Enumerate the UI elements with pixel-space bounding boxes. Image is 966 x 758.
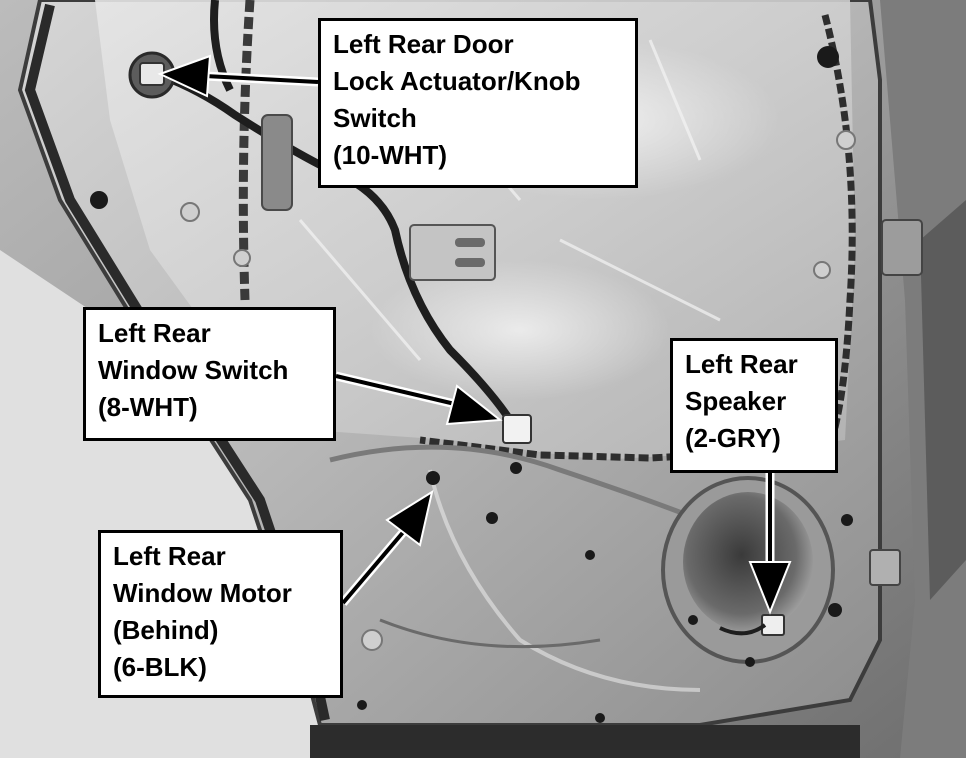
- callout-line: Window Motor: [113, 578, 292, 608]
- window-motor-callout: Left Rear Window Motor (Behind) (6-BLK): [98, 530, 343, 698]
- speaker-callout: Left Rear Speaker (2-GRY): [670, 338, 838, 473]
- callout-line: Window Switch: [98, 355, 289, 385]
- callout-line: Left Rear Door: [333, 29, 514, 59]
- callout-line: Switch: [333, 103, 417, 133]
- callout-line: (Behind): [113, 615, 219, 645]
- seal-strip: [920, 200, 966, 600]
- callout-line: (8-WHT): [98, 392, 198, 422]
- lock-actuator-callout: Left Rear Door Lock Actuator/Knob Switch…: [318, 18, 638, 188]
- callout-line: Left Rear: [685, 349, 798, 379]
- callout-line: (6-BLK): [113, 652, 207, 682]
- latch-slot-2: [455, 258, 485, 267]
- harness-tab: [261, 114, 293, 211]
- hinge-bracket: [881, 219, 923, 276]
- latch-slot: [455, 238, 485, 247]
- callout-line: Left Rear: [113, 541, 226, 571]
- window-switch-callout: Left Rear Window Switch (8-WHT): [83, 307, 336, 441]
- door-sill: [310, 725, 860, 758]
- panel-plugs: [180, 130, 856, 651]
- wiring-harness: [156, 71, 514, 424]
- speaker-connector: [761, 614, 785, 636]
- panel-fasteners: [90, 46, 853, 723]
- arrow-to-lock-connector: [157, 54, 212, 98]
- check-bracket: [869, 549, 901, 586]
- panel-contour-2: [379, 618, 601, 649]
- wiring-harness-upper: [210, 0, 234, 92]
- callout-line: Lock Actuator/Knob: [333, 66, 581, 96]
- panel-contour: [329, 444, 701, 523]
- callout-line: Speaker: [685, 386, 787, 416]
- plastic-glare-2: [370, 260, 670, 400]
- callout-line: (10-WHT): [333, 140, 448, 170]
- callout-line: Left Rear: [98, 318, 211, 348]
- speaker-opening: [683, 492, 813, 632]
- arrow-to-window-switch: [445, 384, 503, 426]
- latch-bracket: [409, 224, 496, 281]
- callout-line: (2-GRY): [685, 423, 781, 453]
- callout-arrows: [157, 54, 792, 615]
- panel-highlight: [428, 469, 701, 692]
- arrow-to-window-motor: [385, 489, 434, 547]
- window-switch-connector: [502, 414, 532, 444]
- speaker-wire: [719, 623, 767, 636]
- arrow-to-speaker: [748, 561, 792, 615]
